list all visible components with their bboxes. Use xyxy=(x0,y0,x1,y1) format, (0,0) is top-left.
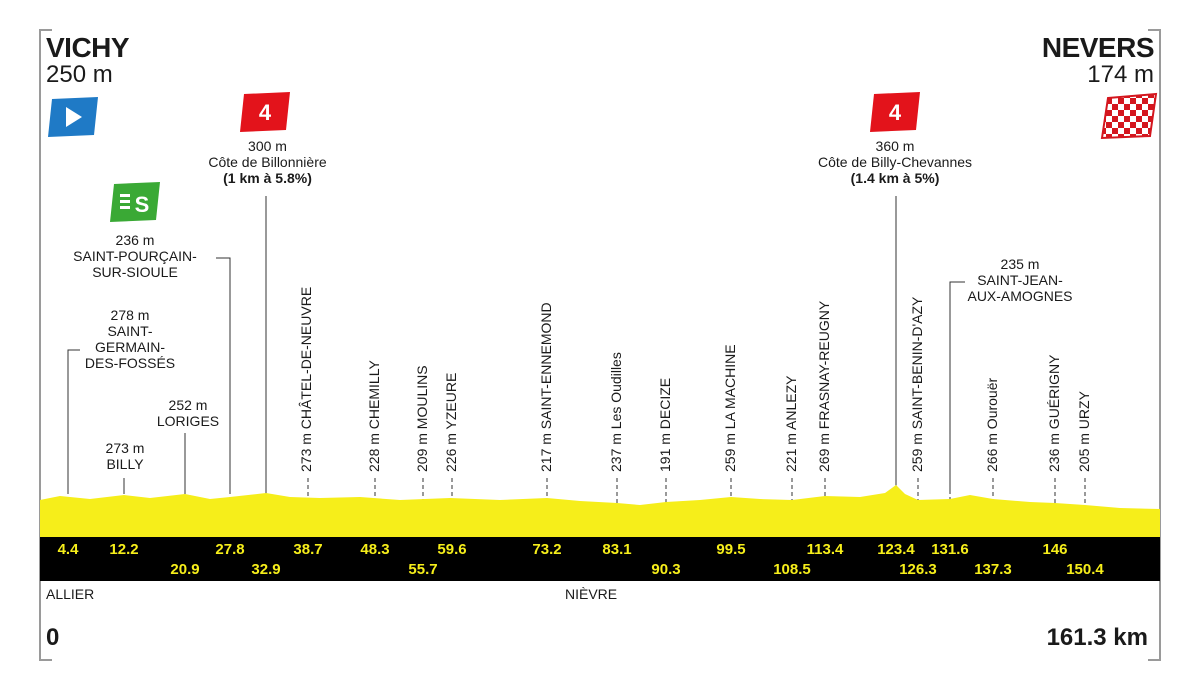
climb-badge-icon: 4 xyxy=(870,92,920,132)
km-marker: 32.9 xyxy=(251,561,281,578)
km-marker: 146 xyxy=(1042,541,1068,558)
town-altitude: 273 m xyxy=(105,440,145,456)
km-marker: 137.3 xyxy=(974,561,1012,578)
km-marker: 20.9 xyxy=(170,561,200,578)
km-marker: 113.4 xyxy=(806,541,844,558)
km-marker: 48.3 xyxy=(360,541,390,558)
label-saint-jean: 235 m SAINT-JEAN- AUX-AMOGNES xyxy=(950,256,1090,304)
town-altitude: 252 m xyxy=(168,397,208,413)
distance-total: 161.3 km xyxy=(1046,624,1148,651)
town-altitude: 235 m xyxy=(1000,256,1040,272)
km-marker: 4.4 xyxy=(57,541,79,558)
climb-label-billy-chevannes: 360 m Côte de Billy-Chevannes (1.4 km à … xyxy=(795,138,995,186)
km-marker: 126.3 xyxy=(899,561,937,578)
finish-altitude: 174 m xyxy=(1087,61,1154,88)
climb-detail: (1 km à 5.8%) xyxy=(223,170,312,186)
km-marker: 150.4 xyxy=(1066,561,1104,578)
sprint-name-line1: SAINT-POURÇAIN- xyxy=(73,248,197,264)
km-marker: 131.6 xyxy=(931,541,969,558)
label-billy: 273 m BILLY xyxy=(90,440,160,472)
climb-altitude: 360 m xyxy=(875,138,915,154)
sprint-symbol: S xyxy=(135,192,150,217)
climb-detail: (1.4 km à 5%) xyxy=(850,170,940,186)
climb-name: Côte de Billonnière xyxy=(208,154,327,170)
climb-altitude: 300 m xyxy=(248,138,287,154)
km-marker: 59.6 xyxy=(437,541,467,558)
sprint-name-line2: SUR-SIOULE xyxy=(92,264,178,280)
km-marker: 38.7 xyxy=(293,541,323,558)
km-marker: 90.3 xyxy=(651,561,681,578)
climb-label-billonniere: 300 m Côte de Billonnière (1 km à 5.8%) xyxy=(185,138,350,186)
label-saint-germain: 278 m SAINT- GERMAIN- DES-FOSSÉS xyxy=(75,307,185,371)
km-marker: 83.1 xyxy=(602,541,632,558)
start-flag-icon xyxy=(48,97,98,137)
km-marker: 27.8 xyxy=(215,541,245,558)
sprint-label: 236 m SAINT-POURÇAIN- SUR-SIOULE xyxy=(60,232,210,280)
km-marker: 108.5 xyxy=(773,561,811,578)
town-name: LORIGES xyxy=(156,413,220,429)
climb-name: Côte de Billy-Chevannes xyxy=(817,154,973,170)
finish-city: NEVERS xyxy=(1041,32,1155,63)
town-altitude: 278 m xyxy=(110,307,150,323)
climb-category: 4 xyxy=(259,100,272,125)
town-name: SAINT-JEAN- xyxy=(977,272,1063,288)
label-loriges: 252 m LORIGES xyxy=(148,397,228,429)
km-marker: 55.7 xyxy=(408,561,438,578)
town-name: AUX-AMOGNES xyxy=(967,288,1073,304)
start-altitude: 250 m xyxy=(46,61,113,88)
department-allier: ALLIER xyxy=(46,586,95,602)
km-marker: 123.4 xyxy=(877,541,915,558)
km-marker: 99.5 xyxy=(716,541,746,558)
town-name: SAINT- xyxy=(107,323,153,339)
town-name: BILLY xyxy=(106,456,144,472)
town-name: GERMAIN- xyxy=(95,339,165,355)
km-bar xyxy=(40,537,1160,581)
town-name: DES-FOSSÉS xyxy=(84,355,176,371)
sprint-icon: S xyxy=(110,182,160,222)
start-city: VICHY xyxy=(46,32,130,63)
climb-category: 4 xyxy=(889,100,902,125)
climb-badge-icon: 4 xyxy=(240,92,290,132)
distance-start: 0 xyxy=(46,624,60,651)
sprint-altitude: 236 m xyxy=(115,232,155,248)
department-nievre: NIÈVRE xyxy=(565,586,618,602)
km-marker: 73.2 xyxy=(532,541,562,558)
finish-flag-icon xyxy=(1100,92,1158,140)
km-marker: 12.2 xyxy=(109,541,139,558)
